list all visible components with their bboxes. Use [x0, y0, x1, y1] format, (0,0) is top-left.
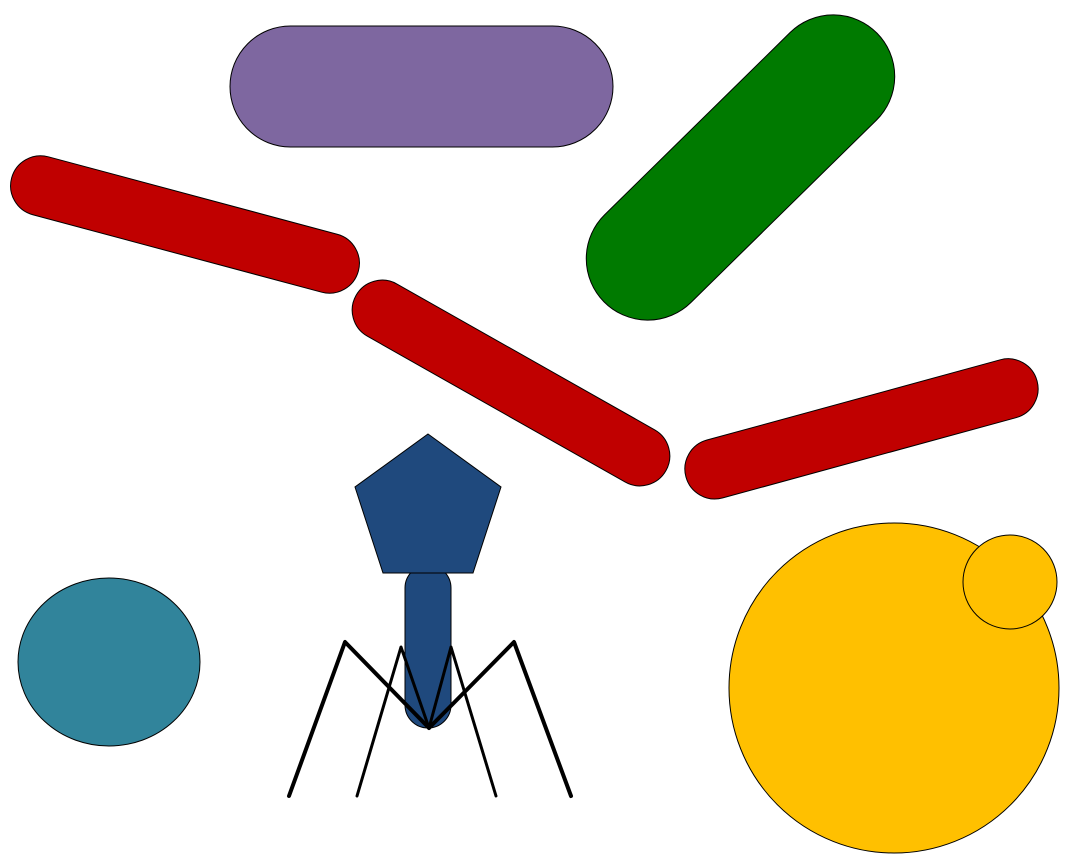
green-rod-body — [585, 14, 896, 321]
teal-coccus-body — [17, 577, 201, 747]
teal-coccus — [17, 577, 201, 747]
phage-head-capsid — [354, 433, 502, 574]
phage-tail-fibers — [287, 640, 573, 798]
phage-tail-sheath — [404, 564, 452, 729]
red-chain — [10, 155, 1039, 500]
budding-yeast-cell — [728, 522, 1060, 854]
tail-fiber-inner-left — [355, 645, 431, 798]
red-chain-segment — [10, 155, 360, 294]
bacteriophage — [287, 433, 573, 798]
red-chain-segment — [684, 358, 1039, 500]
tail-fiber-outer-right — [427, 640, 573, 798]
purple-rod-body — [229, 25, 614, 148]
green-rod-bacterium — [585, 14, 896, 321]
red-chain-segment — [351, 279, 671, 487]
purple-rod-bacterium — [229, 25, 614, 148]
tail-fiber-outer-left — [287, 640, 431, 798]
tail-fiber-inner-right — [427, 645, 498, 798]
yeast-bud — [962, 534, 1058, 630]
